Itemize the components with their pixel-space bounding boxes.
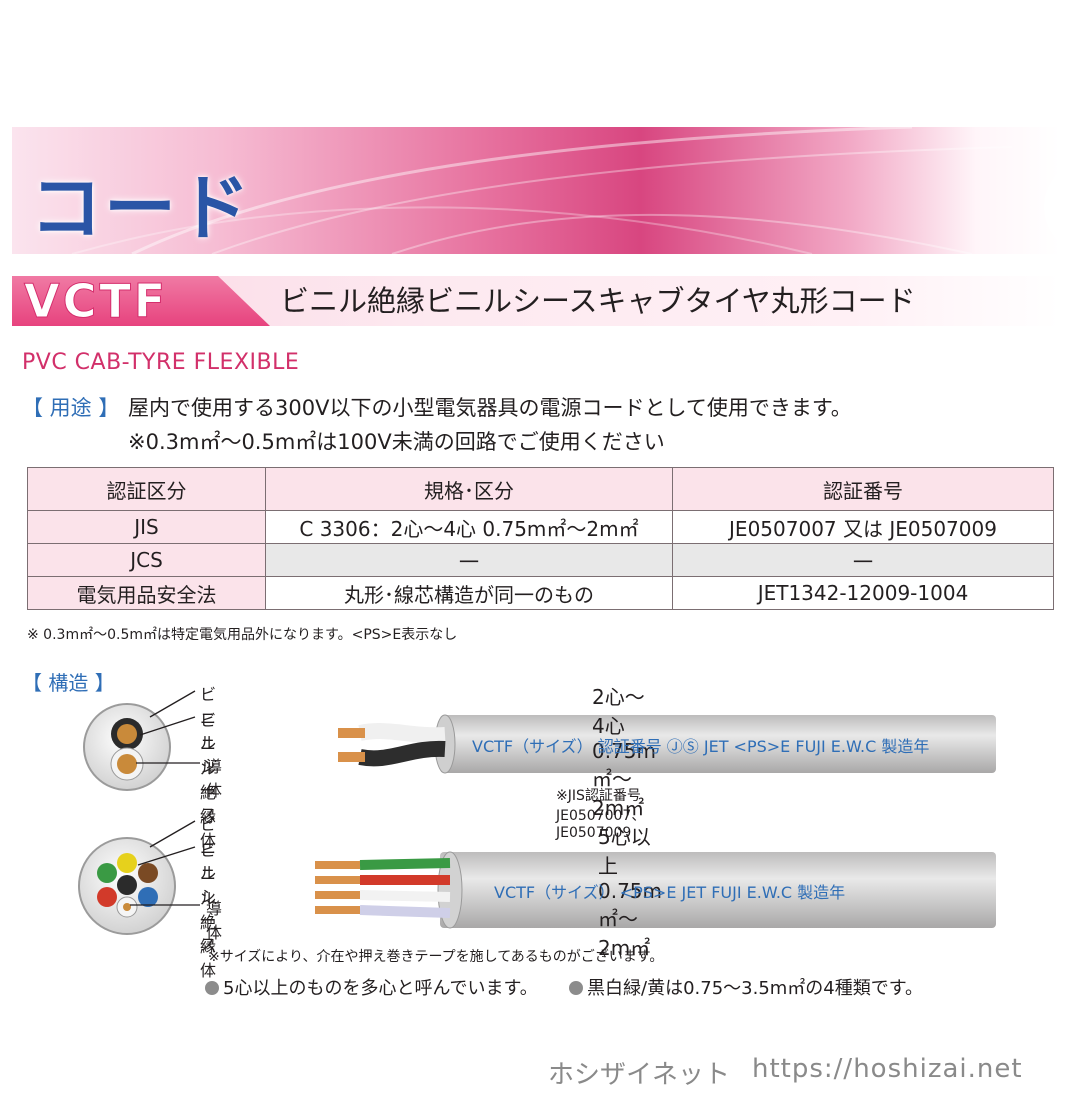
- table-cell: 一: [672, 543, 1054, 577]
- usage-text: 屋内で使用する300V以下の小型電気器具の電源コードとして使用できます。: [128, 396, 852, 420]
- table-row: 電気用品安全法 丸形･線芯構造が同一のもの JET1342-12009-1004: [27, 576, 1054, 610]
- table-row: JCS 一 一: [27, 543, 1054, 577]
- footer-brand: ホシザイネット: [548, 1060, 731, 1090]
- table-cell: JIS: [27, 510, 266, 544]
- cable1-marking: VCTF（サイズ） 認証番号 ⒿⓈ JET <PS>E FUJI E.W.C 製…: [472, 737, 930, 756]
- structure-label: 【 構造 】: [22, 671, 115, 695]
- label-conductor: 導体: [206, 757, 223, 800]
- product-name-ja: ビニル絶縁ビニルシースキャブタイヤ丸形コード: [280, 284, 916, 318]
- table-cell: JET1342-12009-1004: [672, 576, 1054, 610]
- product-code: VCTF: [23, 274, 169, 328]
- table-cell: JE0507007 又は JE0507009: [672, 510, 1054, 544]
- cable1-spec: 2心〜4心 0.75m㎡〜2m㎡: [592, 685, 657, 820]
- label-conductor: 導体: [206, 899, 223, 942]
- multicore-text: 5心以上のものを多心と呼んでいます。: [223, 978, 538, 999]
- multicore-note: 5心以上のものを多心と呼んでいます。: [205, 974, 538, 1000]
- table-cell: 一: [265, 543, 673, 577]
- label-sheath: ビニルシース: [200, 685, 217, 824]
- colors-text: 黒白緑/黄は0.75〜3.5m㎡の4種類です。: [587, 978, 923, 999]
- table-header: 規格･区分: [265, 467, 673, 511]
- cable1-note: ※JIS認証番号 JE0507007、JE0507009: [556, 788, 655, 841]
- cable-illustration: [78, 690, 996, 935]
- certification-table: 認証区分 規格･区分 認証番号 JIS C 3306：2心〜4心 0.75m㎡〜…: [27, 467, 1054, 610]
- cable2-spec: 5心以上 0.75m㎡〜2m㎡: [598, 825, 663, 960]
- bullet-icon: [569, 981, 583, 995]
- table-cell: C 3306：2心〜4心 0.75m㎡〜2m㎡: [265, 510, 673, 544]
- bullet-icon: [205, 981, 219, 995]
- label-insulator: ビニル絶縁体: [200, 841, 217, 980]
- label-insulator: ビニル絶縁体: [200, 711, 217, 850]
- product-name-en: PVC CAB-TYRE FLEXIBLE: [22, 350, 300, 375]
- table-row: JIS C 3306：2心〜4心 0.75m㎡〜2m㎡ JE0507007 又は…: [27, 510, 1054, 544]
- label-sheath: ビニルシース: [200, 815, 217, 954]
- footer-url[interactable]: https://hoshizai.net: [752, 1054, 1023, 1084]
- usage-note: ※0.3m㎡〜0.5m㎡は100V未満の回路でご使用ください: [128, 430, 665, 454]
- table-note: ※ 0.3m㎡〜0.5m㎡は特定電気用品外になります。<PS>E表示なし: [27, 627, 458, 643]
- cable2-marking: VCTF（サイズ） <PS>E JET FUJI E.W.C 製造年: [494, 883, 846, 902]
- banner-swoosh-graphic: [71, 127, 1060, 254]
- table-header: 認証番号: [672, 467, 1054, 511]
- usage-label: 【 用途 】: [22, 396, 120, 420]
- table-cell: JCS: [27, 543, 266, 577]
- table-header-row: 認証区分 規格･区分 認証番号: [27, 467, 1054, 511]
- header-banner: コード: [12, 127, 1060, 254]
- table-header: 認証区分: [27, 467, 266, 511]
- table-cell: 電気用品安全法: [27, 576, 266, 610]
- banner-title: コード: [30, 166, 253, 250]
- size-note: ※サイズにより、介在や押え巻きテープを施してあるものがございます。: [208, 949, 664, 965]
- colors-note: 黒白緑/黄は0.75〜3.5m㎡の4種類です。: [569, 974, 923, 1000]
- table-cell: 丸形･線芯構造が同一のもの: [265, 576, 673, 610]
